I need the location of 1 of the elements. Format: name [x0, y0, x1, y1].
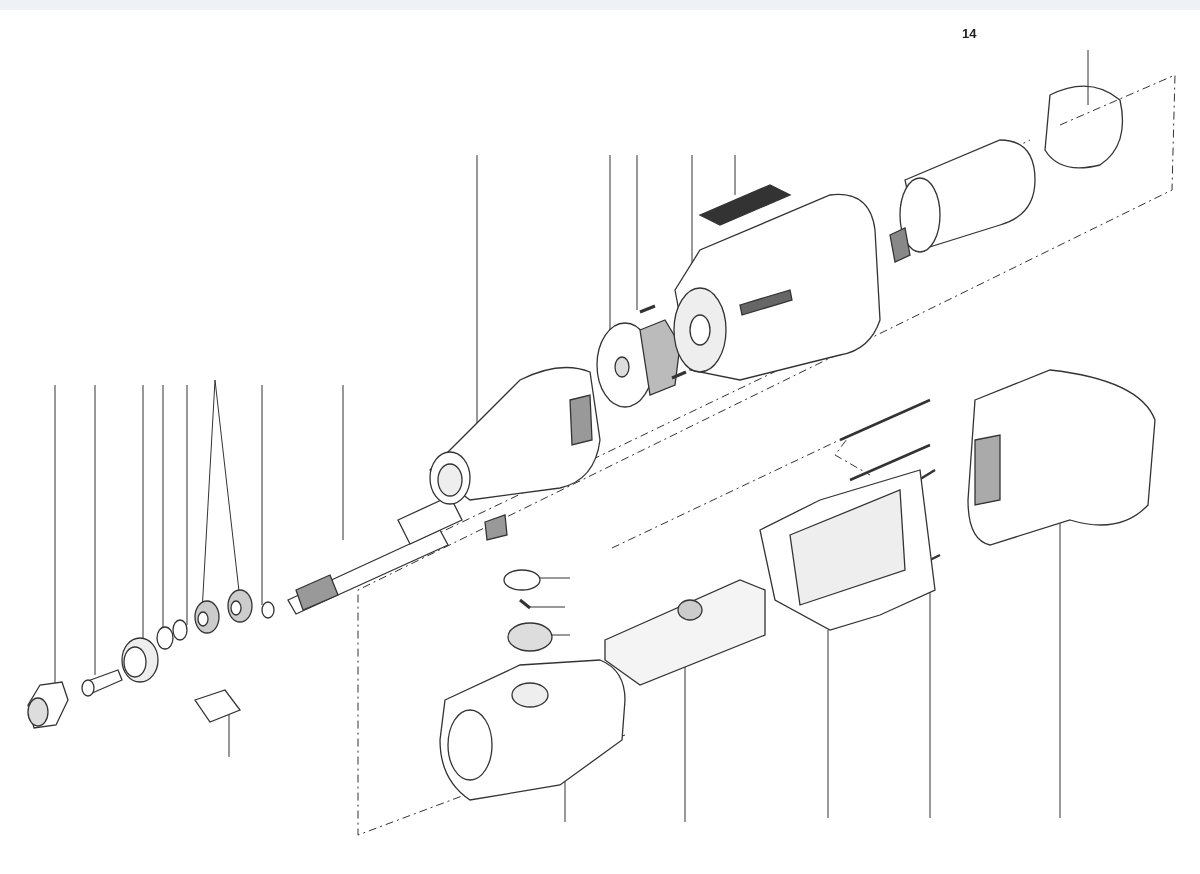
- callout-number: 14: [962, 26, 977, 41]
